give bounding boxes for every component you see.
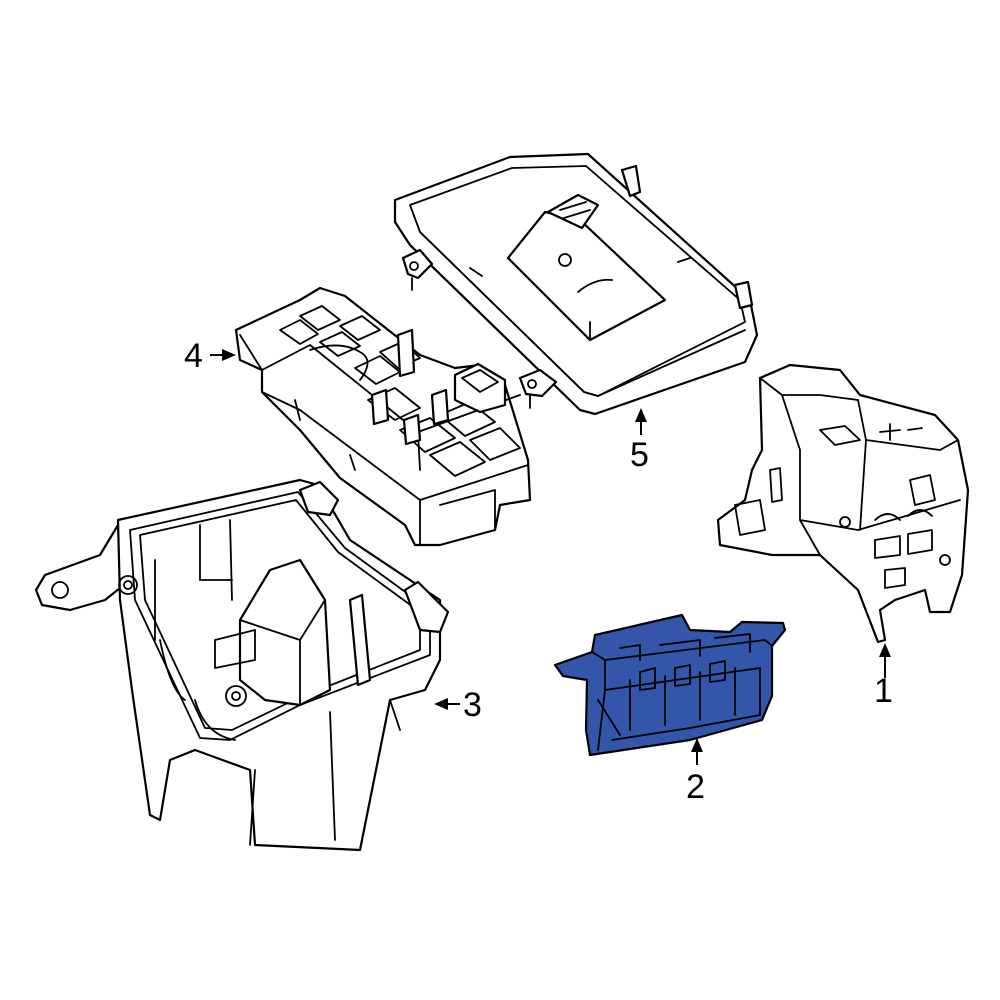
callout-2: 2 [686,738,705,806]
part-1-bracket[interactable] [716,363,970,644]
part-2-fill [553,613,787,757]
part-2-control-module[interactable] [553,613,787,757]
callout-2-label: 2 [686,768,705,806]
part-3-lower-tray[interactable] [34,478,450,852]
part-5-cover[interactable] [393,152,759,416]
callout-1-label: 1 [874,672,893,710]
callout-5-label: 5 [630,436,649,474]
callout-1: 1 [874,643,893,710]
callout-4-label: 4 [184,337,203,375]
callout-5: 5 [630,408,649,474]
part-4-fuse-block[interactable] [234,286,532,547]
callout-3-label: 3 [463,686,482,724]
callout-4: 4 [184,337,236,375]
callout-3: 3 [434,686,482,724]
